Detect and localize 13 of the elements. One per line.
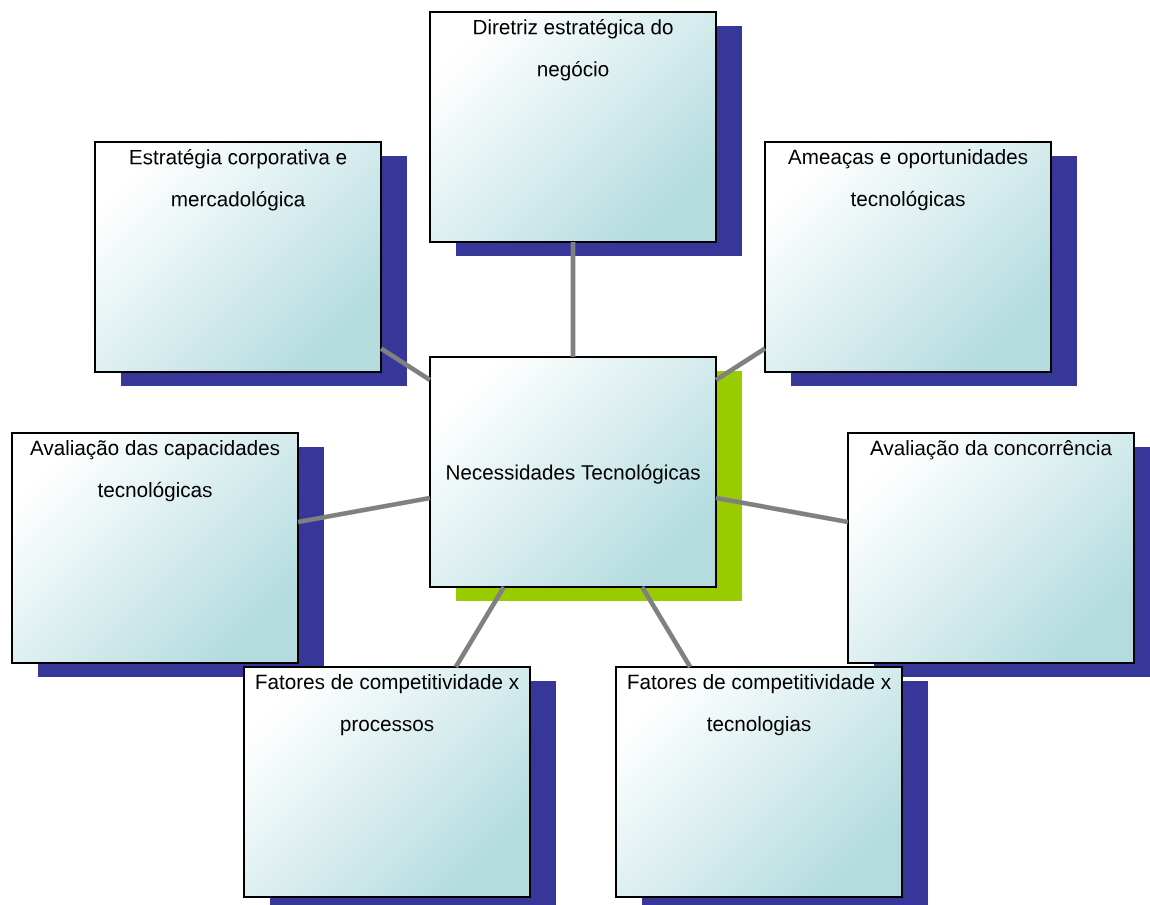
text-box: Fatores de competitividade x tecnologias (615, 666, 928, 905)
connector-line (640, 585, 693, 669)
text-box: Ameaças e oportunidades tecnológicas (764, 141, 1077, 386)
connector-line (379, 346, 432, 382)
connector-line (714, 346, 767, 382)
text-box: Diretriz estratégica do negócio (429, 11, 742, 256)
connector-line (715, 495, 849, 525)
connector-line (570, 242, 576, 357)
text-box: Necessidades Tecnológicas (429, 356, 742, 601)
connector-line (453, 585, 506, 669)
connector-line (297, 495, 431, 525)
text-box: Estratégia corporativa e mercadológica (94, 141, 407, 386)
text-box: Fatores de competitividade x processos (243, 666, 556, 905)
